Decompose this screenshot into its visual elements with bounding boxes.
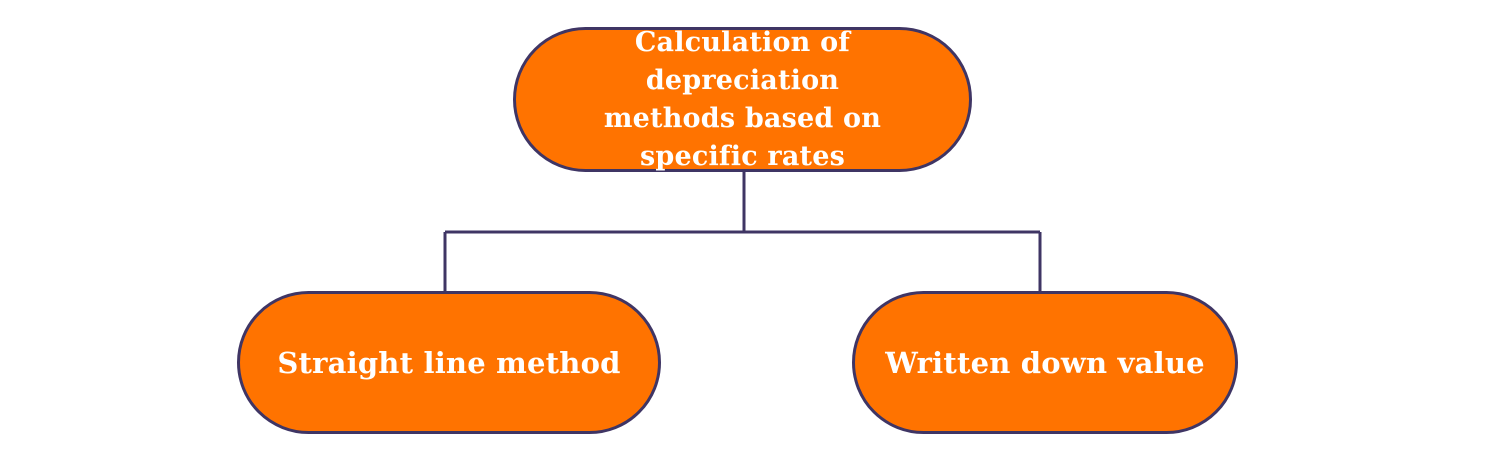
tree-connector-lines <box>443 172 1042 291</box>
node-written-down-value[interactable]: Written down value <box>852 291 1238 434</box>
node-written-down-value-label: Written down value <box>885 345 1205 380</box>
node-root-label: Calculation of depreciation methods base… <box>603 26 882 172</box>
node-straight-line-method-label: Straight line method <box>277 345 621 380</box>
node-root[interactable]: Calculation of depreciation methods base… <box>513 27 972 172</box>
node-straight-line-method[interactable]: Straight line method <box>237 291 661 434</box>
